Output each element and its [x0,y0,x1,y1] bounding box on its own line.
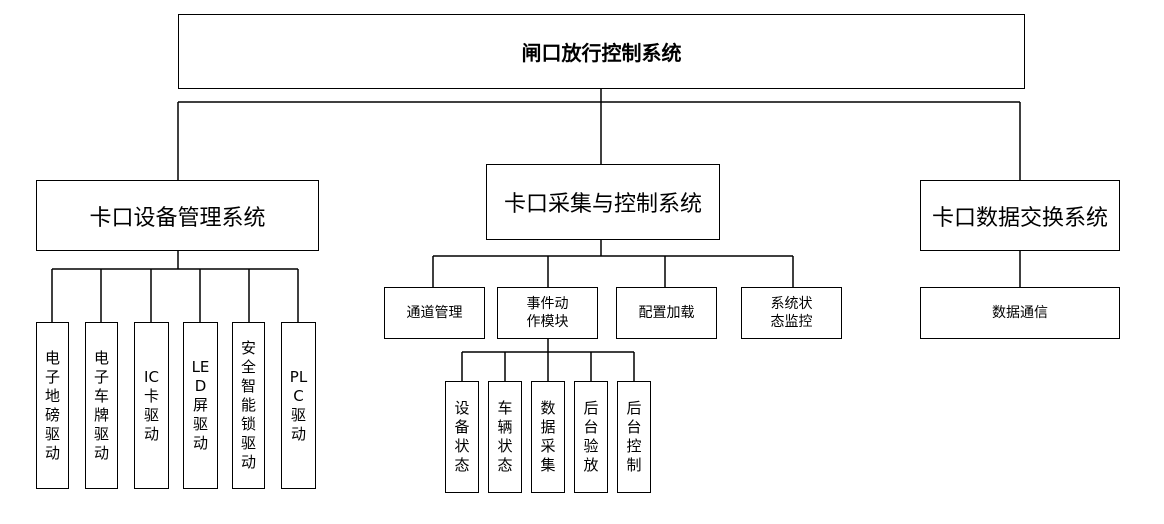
event-action-module: 事件动作模块 [497,287,598,339]
event-submodule: 设备状态 [445,381,479,493]
module-label: 通道管理 [406,305,463,321]
event-submodule-label: 车辆状态 [497,399,513,474]
driver-module: PLC驱动 [281,322,316,489]
driver-module: IC卡驱动 [134,322,169,489]
module-label: 事件动作模块 [526,296,569,330]
driver-module: 电子车牌驱动 [85,322,118,489]
event-submodule-label: 后台控制 [626,399,642,474]
driver-module-label: 安全智能锁驱动 [240,339,256,471]
driver-module: 电子地磅驱动 [36,322,69,489]
channel-management-module: 通道管理 [384,287,485,339]
system-status-monitor-module: 系统状态监控 [741,287,842,339]
driver-module-label: 电子车牌驱动 [93,348,109,462]
data-communication-module: 数据通信 [920,287,1120,339]
root-system-box: 闸口放行控制系统 [178,14,1025,89]
driver-module: LED屏驱动 [183,322,218,489]
event-submodule-label: 设备状态 [454,399,470,474]
data-exchange-system-title: 卡口数据交换系统 [931,205,1108,231]
driver-module-label: 电子地磅驱动 [44,348,60,462]
event-submodule-label: 后台验放 [583,399,599,474]
collection-control-system-title: 卡口采集与控制系统 [503,192,702,217]
data-exchange-system-box: 卡口数据交换系统 [920,180,1120,251]
config-loading-module: 配置加载 [616,287,717,339]
module-label: 配置加载 [638,305,695,321]
event-submodule: 数据采集 [531,381,565,493]
device-management-system-box: 卡口设备管理系统 [36,180,319,251]
driver-module-label: IC卡驱动 [143,367,159,443]
device-management-system-title: 卡口设备管理系统 [89,205,266,231]
event-submodule: 车辆状态 [488,381,522,493]
event-submodule: 后台验放 [574,381,608,493]
event-submodule-label: 数据采集 [540,399,556,474]
root-system-title: 闸口放行控制系统 [521,41,682,65]
driver-module-label: LED屏驱动 [191,358,210,452]
module-label: 系统状态监控 [770,296,813,330]
event-submodule: 后台控制 [617,381,651,493]
module-label: 数据通信 [992,305,1048,321]
driver-module-label: PLC驱动 [289,367,308,443]
collection-control-system-box: 卡口采集与控制系统 [486,164,720,240]
driver-module: 安全智能锁驱动 [232,322,265,489]
